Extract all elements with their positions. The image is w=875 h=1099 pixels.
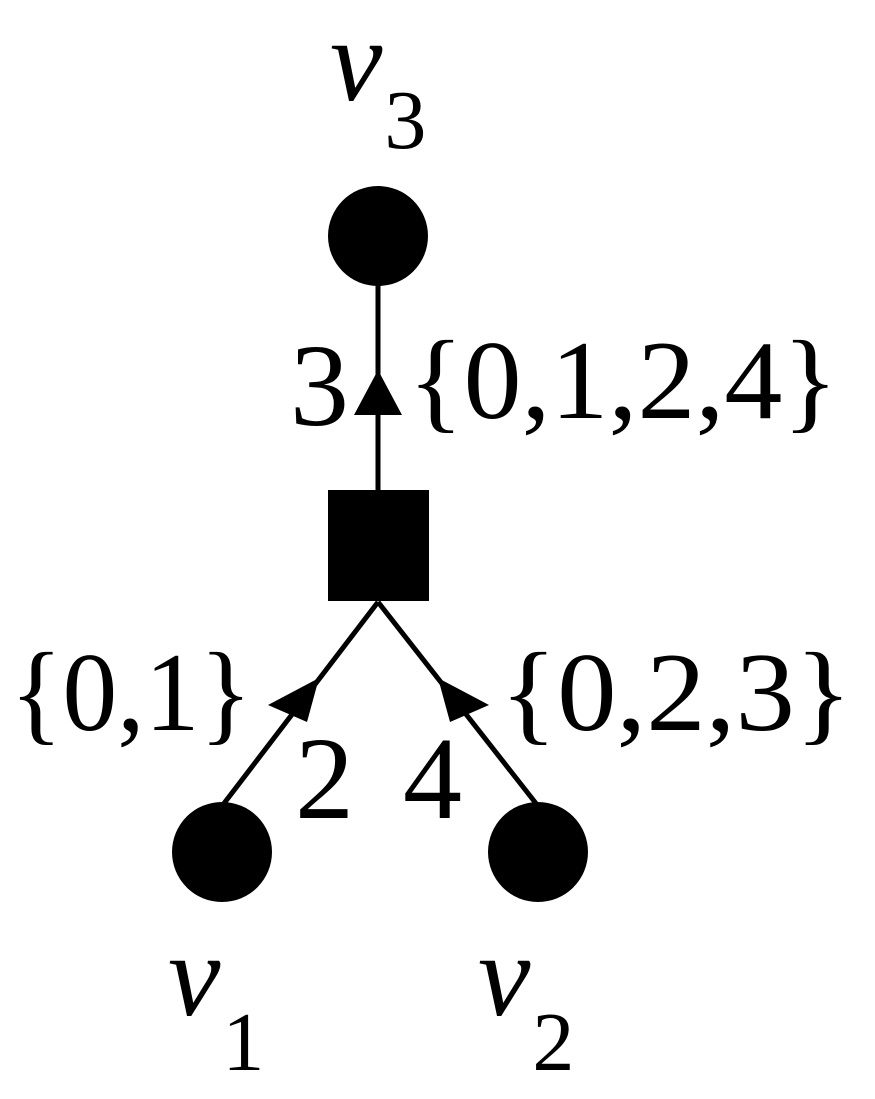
factor-node — [328, 490, 429, 601]
edge-set-factor-v3: {0,1,2,4} — [408, 319, 838, 443]
node-label-v2: v2 — [478, 910, 574, 1089]
edge-weight-v1-factor: 2 — [295, 713, 354, 844]
variable-node-v1 — [172, 802, 272, 902]
node-label-v3: v3 — [330, 0, 426, 167]
edge-set-v2-factor: {0,2,3} — [500, 631, 852, 755]
edge-factor-v3-arrowhead — [354, 370, 402, 415]
node-label-v1-var: v — [168, 910, 221, 1041]
variable-node-v2 — [488, 802, 588, 902]
node-label-v2-sub: 2 — [532, 996, 574, 1089]
edge-set-v1-factor: {0,1} — [10, 631, 252, 755]
node-label-v1: v1 — [168, 910, 264, 1089]
edge-v2-factor-arrowhead — [438, 678, 489, 722]
variable-node-v3 — [328, 186, 428, 286]
node-label-v2-var: v — [478, 910, 531, 1041]
node-label-v1-sub: 1 — [222, 996, 264, 1089]
node-label-v3-var: v — [330, 0, 383, 126]
node-label-v3-sub: 3 — [384, 74, 426, 167]
edge-weight-v2-factor: 4 — [403, 713, 462, 844]
edge-weight-factor-v3: 3 — [290, 320, 349, 451]
edge-v1-factor-arrowhead — [268, 678, 319, 722]
